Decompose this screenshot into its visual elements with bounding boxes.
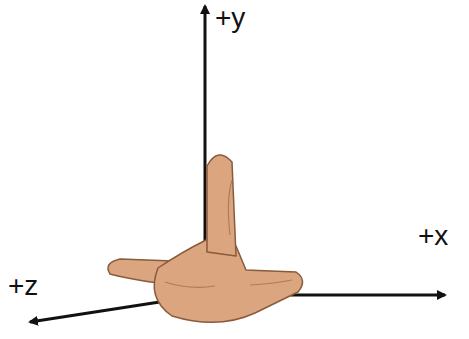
finger-crease bbox=[228, 180, 232, 235]
y-axis-label: +y bbox=[215, 4, 245, 32]
z-axis-label: +z bbox=[8, 272, 38, 300]
thumb-crease bbox=[250, 280, 292, 285]
index-finger bbox=[207, 155, 236, 256]
x-axis-label: +x bbox=[418, 222, 448, 250]
hand bbox=[108, 155, 303, 322]
palm-crease bbox=[165, 282, 215, 287]
